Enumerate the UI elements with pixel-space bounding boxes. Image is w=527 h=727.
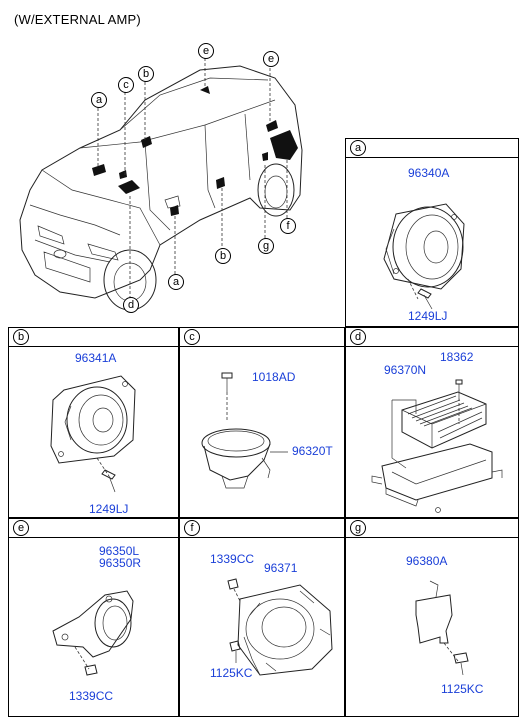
panel-a-letter: a (350, 140, 366, 156)
callout-a-bottom: a (168, 274, 184, 290)
part-number-96341a: 96341A (75, 351, 117, 365)
bracket-96350-drawing (52, 590, 134, 676)
part-number-1018ad: 1018AD (252, 370, 296, 384)
part-number-1249lj-b: 1249LJ (89, 502, 129, 516)
panel-g-letter: g (350, 520, 366, 536)
panel-e-letter: e (13, 520, 29, 536)
part-number-96350l: 96350L (99, 544, 140, 558)
callout-a-top: a (91, 92, 107, 108)
panel-f-letter: f (184, 520, 200, 536)
callout-c: c (118, 77, 134, 93)
amplifier-96370n-drawing (371, 379, 503, 513)
part-number-96380a: 96380A (406, 554, 448, 568)
part-number-96370n: 96370N (384, 363, 427, 377)
part-number-1339cc-f: 1339CC (210, 552, 255, 566)
part-number-1339cc-e: 1339CC (69, 689, 114, 703)
panel-c-header: c (180, 328, 344, 347)
callout-b-top: b (138, 66, 154, 82)
woofer-96371-drawing (227, 578, 333, 676)
panel-e: e 96350L 96350R 1339CC (8, 518, 179, 717)
panel-d-header: d (346, 328, 518, 347)
callout-e-right: e (263, 51, 279, 67)
panel-e-header: e (9, 519, 178, 538)
panel-b-header: b (9, 328, 178, 347)
speaker-96341a-drawing (50, 375, 136, 493)
panel-g-header: g (346, 519, 518, 538)
part-number-96340a: 96340A (408, 166, 450, 180)
part-number-1125kc-g: 1125KC (441, 682, 484, 696)
panel-b-letter: b (13, 329, 29, 345)
panel-g: g 96380A 1125KC (345, 518, 519, 717)
part-number-1125kc-f: 1125KC (210, 666, 253, 680)
part-number-96350r: 96350R (99, 556, 142, 570)
callout-d: d (123, 297, 139, 313)
part-number-18362: 18362 (440, 350, 474, 364)
panel-f: f 1339CC 96371 1125KC (179, 518, 345, 717)
speaker-96340a-drawing (383, 203, 465, 310)
panel-d-letter: d (350, 329, 366, 345)
panel-f-header: f (180, 519, 344, 538)
panel-c: c 1018AD 96320T (179, 327, 345, 518)
panel-a-header: a (346, 139, 518, 158)
tweeter-96320t-drawing (201, 372, 288, 489)
part-number-96371: 96371 (264, 561, 298, 575)
callout-g: g (258, 238, 274, 254)
bracket-96380a-drawing (415, 580, 469, 676)
panel-a: a 96340A 1249LJ (345, 138, 519, 327)
part-number-96320t: 96320T (292, 444, 333, 458)
callout-e-top: e (198, 43, 214, 59)
vehicle-overview: e a c b e g f b a d (0, 30, 340, 330)
part-number-1249lj-a: 1249LJ (408, 309, 448, 323)
callout-b-bottom: b (215, 248, 231, 264)
vehicle-outline-drawing (19, 58, 303, 311)
diagram-title: (W/EXTERNAL AMP) (14, 12, 141, 27)
panel-d: d 18362 96370N (345, 327, 519, 518)
panel-c-letter: c (184, 329, 200, 345)
panel-b: b 96341A 1249LJ (8, 327, 179, 518)
callout-f: f (280, 218, 296, 234)
